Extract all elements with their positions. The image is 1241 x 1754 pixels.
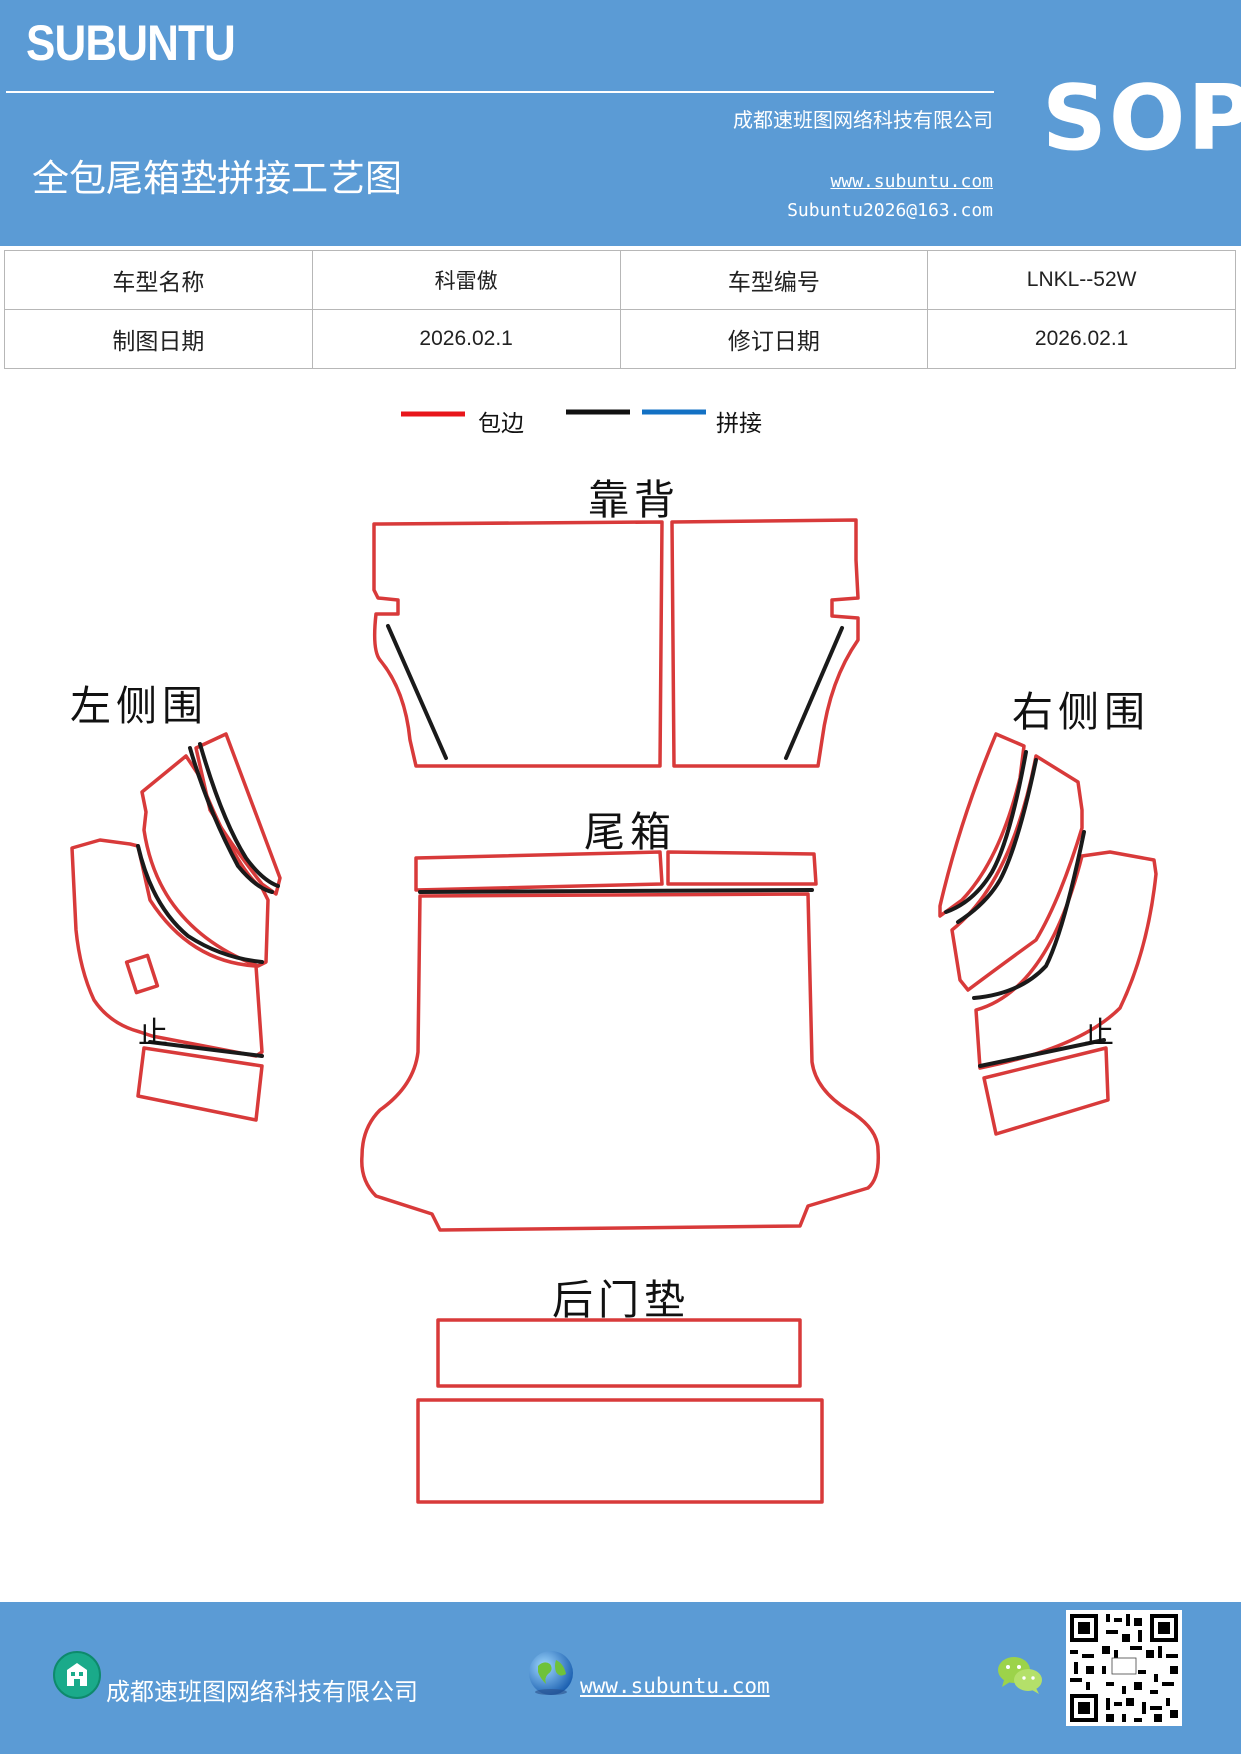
table-row: 车型名称 科雷傲 车型编号 LNKL--52W (4, 250, 1236, 310)
left-side-end-panel (136, 1046, 264, 1122)
right-side-splice-line-4 (978, 1038, 1106, 1068)
vehicle-info-table: 车型名称 科雷傲 车型编号 LNKL--52W 制图日期 2026.02.1 修… (4, 250, 1236, 369)
revise-date-label: 修订日期 (619, 309, 929, 369)
table-row: 制图日期 2026.02.1 修订日期 2026.02.1 (4, 309, 1236, 369)
left-side-splice-line-1 (188, 746, 274, 894)
left-side-lower-panel (70, 838, 264, 1058)
footer-company-name: 成都速班图网络科技有限公司 (106, 1678, 418, 1706)
wechat-icon (998, 1657, 1042, 1694)
backrest-right-splice-line (784, 626, 844, 760)
model-name-label: 车型名称 (4, 250, 313, 310)
model-code-label: 车型编号 (619, 250, 929, 310)
footer-banner: 成都速班图网络科技有限公司 www.subuntu.com (0, 1602, 1241, 1754)
left-side-upper-panel (194, 732, 282, 896)
part-label-right-side: 右侧围 (1012, 688, 1150, 736)
legend-splice-label: 拼接 (716, 411, 762, 437)
revise-date-value: 2026.02.1 (927, 309, 1236, 369)
backrest-right-panel (670, 518, 860, 768)
splice-diagram (70, 409, 1158, 1504)
sop-badge: SOP (1042, 66, 1241, 171)
model-code-value: LNKL--52W (927, 250, 1236, 310)
qr-code (1066, 1610, 1182, 1726)
header-email: Subuntu2026@163.com (787, 200, 993, 221)
document-title: 全包尾箱垫拼接工艺图 (32, 157, 402, 200)
right-side-main-panel (950, 754, 1084, 992)
right-side-end-panel (982, 1046, 1110, 1136)
part-label-rear-door: 后门垫 (552, 1276, 690, 1324)
part-label-left-side: 左侧围 (70, 682, 208, 730)
right-side-lower-panel (974, 850, 1158, 1070)
qr-code-pattern (1066, 1610, 1182, 1726)
left-side-splice-line-2 (198, 742, 280, 888)
backrest-left-splice-line (386, 624, 448, 760)
header-banner: SUBUNTU 成都速班图网络科技有限公司 全包尾箱垫拼接工艺图 www.sub… (0, 0, 1241, 246)
rear-door-upper-panel (436, 1318, 802, 1388)
right-side-splice-line-1 (944, 750, 1028, 914)
draw-date-label: 制图日期 (4, 309, 313, 369)
rear-door-lower-panel (416, 1398, 824, 1504)
trunk-top-strip-right (666, 850, 818, 886)
left-stop-mark: 止 (138, 1016, 168, 1051)
header-company-name: 成都速班图网络科技有限公司 (733, 108, 993, 132)
globe-icon (529, 1651, 573, 1695)
model-name-value: 科雷傲 (311, 250, 621, 310)
draw-date-value: 2026.02.1 (311, 309, 621, 369)
trunk-top-strip-left (414, 850, 664, 892)
part-label-trunk: 尾箱 (584, 808, 676, 856)
trunk-main-panel (360, 892, 881, 1232)
legend-edge-label: 包边 (478, 411, 524, 437)
left-side-splice-line-4 (148, 1040, 264, 1058)
right-side-splice-line-2 (956, 758, 1038, 924)
brand-logo: SUBUNTU (26, 15, 236, 71)
right-side-splice-line-3 (972, 830, 1086, 1000)
part-label-backrest: 靠背 (588, 476, 680, 524)
backrest-left-panel (372, 520, 664, 768)
trunk-splice-line (418, 888, 814, 894)
header-divider (6, 91, 994, 93)
left-side-cutout (124, 953, 160, 995)
header-website-link[interactable]: www.subuntu.com (830, 171, 993, 192)
left-side-splice-line-3 (136, 844, 264, 964)
footer-website-link[interactable]: www.subuntu.com (580, 1674, 770, 1698)
right-stop-mark: 止 (1084, 1016, 1114, 1051)
right-side-upper-panel (938, 732, 1026, 918)
building-icon (53, 1651, 101, 1699)
